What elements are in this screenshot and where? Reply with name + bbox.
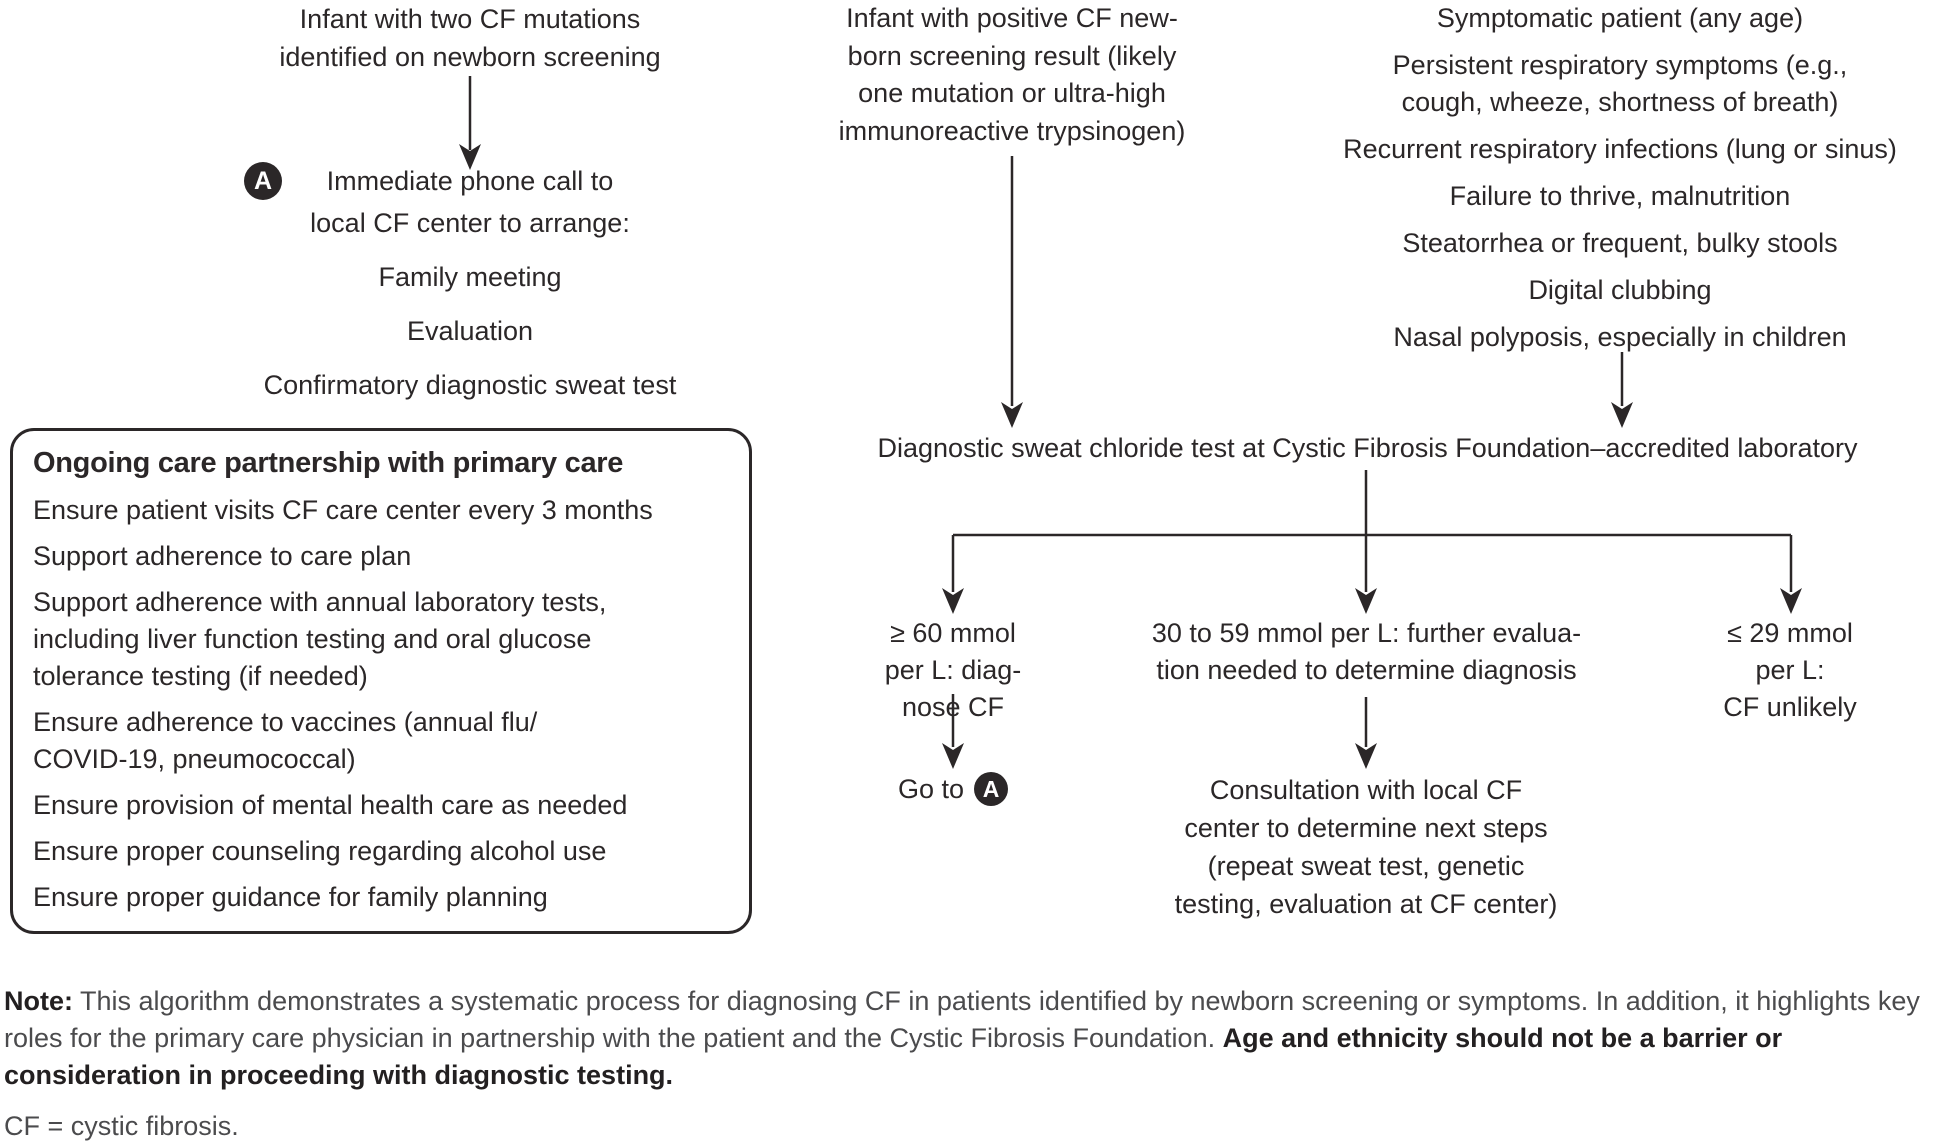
node-text-line: born screening result (likely bbox=[847, 40, 1177, 71]
node-result-le29: ≤ 29 mmol per L: CF unlikely bbox=[1685, 615, 1895, 726]
care-item: Support adherence with annual laboratory… bbox=[33, 584, 729, 695]
symptom-item: Persistent respiratory symptoms (e.g., c… bbox=[1280, 47, 1952, 121]
symptom-line: cough, wheeze, shortness of breath) bbox=[1401, 87, 1839, 117]
result-line: CF unlikely bbox=[1723, 692, 1857, 722]
care-item: Ensure adherence to vaccines (annual flu… bbox=[33, 704, 729, 778]
care-line: COVID-19, pneumococcal) bbox=[33, 744, 356, 774]
care-item: Ensure proper counseling regarding alcoh… bbox=[33, 833, 729, 870]
ongoing-care-box-title: Ongoing care partnership with primary ca… bbox=[33, 447, 624, 479]
care-line: including liver function testing and ora… bbox=[33, 624, 592, 654]
arrowhead-icon bbox=[1611, 402, 1633, 428]
arrowhead-icon bbox=[1355, 588, 1377, 614]
symptom-line: Digital clubbing bbox=[1528, 275, 1712, 305]
node-text-line: Infant with two CF mutations bbox=[299, 4, 641, 34]
phone-block-item: Family meeting bbox=[378, 262, 562, 292]
figure-note: Note: This algorithm demonstrates a syst… bbox=[4, 983, 1950, 1094]
care-line: Ensure proper guidance for family planni… bbox=[33, 882, 548, 912]
note-body: This algorithm demonstrates a systematic… bbox=[4, 986, 1920, 1053]
node-text-line: center to determine next steps bbox=[1184, 813, 1548, 843]
note-label: Note: bbox=[4, 986, 73, 1016]
symptom-line: Nasal polyposis, especially in children bbox=[1393, 322, 1847, 352]
symptom-item: Symptomatic patient (any age) bbox=[1280, 0, 1952, 37]
care-line: Ensure provision of mental health care a… bbox=[33, 790, 628, 820]
care-line: Support adherence to care plan bbox=[33, 541, 412, 571]
arrowhead-icon bbox=[459, 144, 481, 170]
node-text-line: (repeat sweat test, genetic bbox=[1207, 851, 1525, 881]
arrowhead-icon bbox=[942, 588, 964, 614]
result-line: per L: diag- bbox=[884, 655, 1022, 685]
symptom-item: Nasal polyposis, especially in children bbox=[1280, 319, 1952, 356]
care-line: Ensure proper counseling regarding alcoh… bbox=[33, 836, 607, 866]
care-item: Ensure proper guidance for family planni… bbox=[33, 879, 729, 916]
node-text-line: Infant with positive CF new- bbox=[846, 3, 1178, 33]
phone-block-item: Evaluation bbox=[406, 316, 534, 346]
care-item: Ensure patient visits CF care center eve… bbox=[33, 492, 729, 529]
result-line: nose CF bbox=[901, 692, 1005, 722]
symptom-line: Steatorrhea or frequent, bulky stools bbox=[1402, 228, 1838, 258]
node-text-line: Consultation with local CF bbox=[1209, 775, 1523, 805]
symptom-line: Symptomatic patient (any age) bbox=[1436, 3, 1804, 33]
node-text-line: Immediate phone call to bbox=[326, 166, 614, 196]
result-line: ≥ 60 mmol bbox=[890, 618, 1016, 648]
result-line: per L: bbox=[1755, 655, 1825, 685]
node-text-line: immunoreactive trypsinogen) bbox=[838, 115, 1186, 146]
arrowhead-icon bbox=[1780, 588, 1802, 614]
care-line: Ensure adherence to vaccines (annual flu… bbox=[33, 707, 538, 737]
care-line: tolerance testing (if needed) bbox=[33, 661, 368, 691]
node-symptomatic-patient: Symptomatic patient (any age) Persistent… bbox=[1280, 0, 1952, 366]
node-result-ge60: ≥ 60 mmol per L: diag- nose CF bbox=[848, 615, 1058, 726]
care-line: Support adherence with annual laboratory… bbox=[33, 587, 607, 617]
node-infant-two-mutations: Infant with two CF mutations identified … bbox=[170, 0, 770, 76]
care-line: Ensure patient visits CF care center eve… bbox=[33, 495, 653, 525]
figure-footnote: CF = cystic fibrosis. bbox=[4, 1111, 239, 1141]
ongoing-care-box: Ongoing care partnership with primary ca… bbox=[10, 428, 752, 934]
node-text-line: one mutation or ultra-high bbox=[858, 78, 1166, 108]
result-line: ≤ 29 mmol bbox=[1727, 618, 1853, 648]
badge-a-icon: A bbox=[974, 772, 1009, 806]
node-phone-call-cf-center: A Immediate phone call to local CF cente… bbox=[170, 160, 770, 406]
symptom-line: Failure to thrive, malnutrition bbox=[1449, 181, 1791, 211]
arrowhead-icon bbox=[1355, 743, 1377, 769]
arrowhead-icon bbox=[1001, 402, 1023, 428]
symptom-item: Digital clubbing bbox=[1280, 272, 1952, 309]
node-goto-a: Go to A bbox=[848, 768, 1058, 810]
result-line: 30 to 59 mmol per L: further evalua- bbox=[1151, 618, 1582, 648]
node-infant-positive-screening: Infant with positive CF new- born screen… bbox=[767, 0, 1257, 150]
node-result-30to59: 30 to 59 mmol per L: further evalua- tio… bbox=[1104, 615, 1629, 689]
node-sweat-chloride-test: Diagnostic sweat chloride test at Cystic… bbox=[877, 433, 1858, 463]
symptom-item: Steatorrhea or frequent, bulky stools bbox=[1280, 225, 1952, 262]
care-item: Support adherence to care plan bbox=[33, 538, 729, 575]
care-item: Ensure provision of mental health care a… bbox=[33, 787, 729, 824]
node-consultation-cf-center: Consultation with local CF center to det… bbox=[1106, 771, 1626, 923]
badge-a-icon: A bbox=[244, 162, 282, 200]
node-text-line: identified on newborn screening bbox=[279, 42, 661, 72]
symptom-item: Recurrent respiratory infections (lung o… bbox=[1280, 131, 1952, 168]
symptom-item: Failure to thrive, malnutrition bbox=[1280, 178, 1952, 215]
node-text-line: testing, evaluation at CF center) bbox=[1174, 889, 1558, 919]
symptom-line: Recurrent respiratory infections (lung o… bbox=[1343, 134, 1897, 164]
note-bold-sentence: Age and ethnicity should not be a barrie… bbox=[4, 1023, 1783, 1090]
result-line: tion needed to determine diagnosis bbox=[1156, 655, 1577, 685]
arrowhead-icon bbox=[942, 743, 964, 769]
symptom-line: Persistent respiratory symptoms (e.g., bbox=[1392, 50, 1848, 80]
phone-block-item: Confirmatory diagnostic sweat test bbox=[263, 370, 677, 400]
node-text-line: local CF center to arrange: bbox=[310, 208, 630, 238]
goto-a-label: Go to bbox=[897, 773, 965, 804]
